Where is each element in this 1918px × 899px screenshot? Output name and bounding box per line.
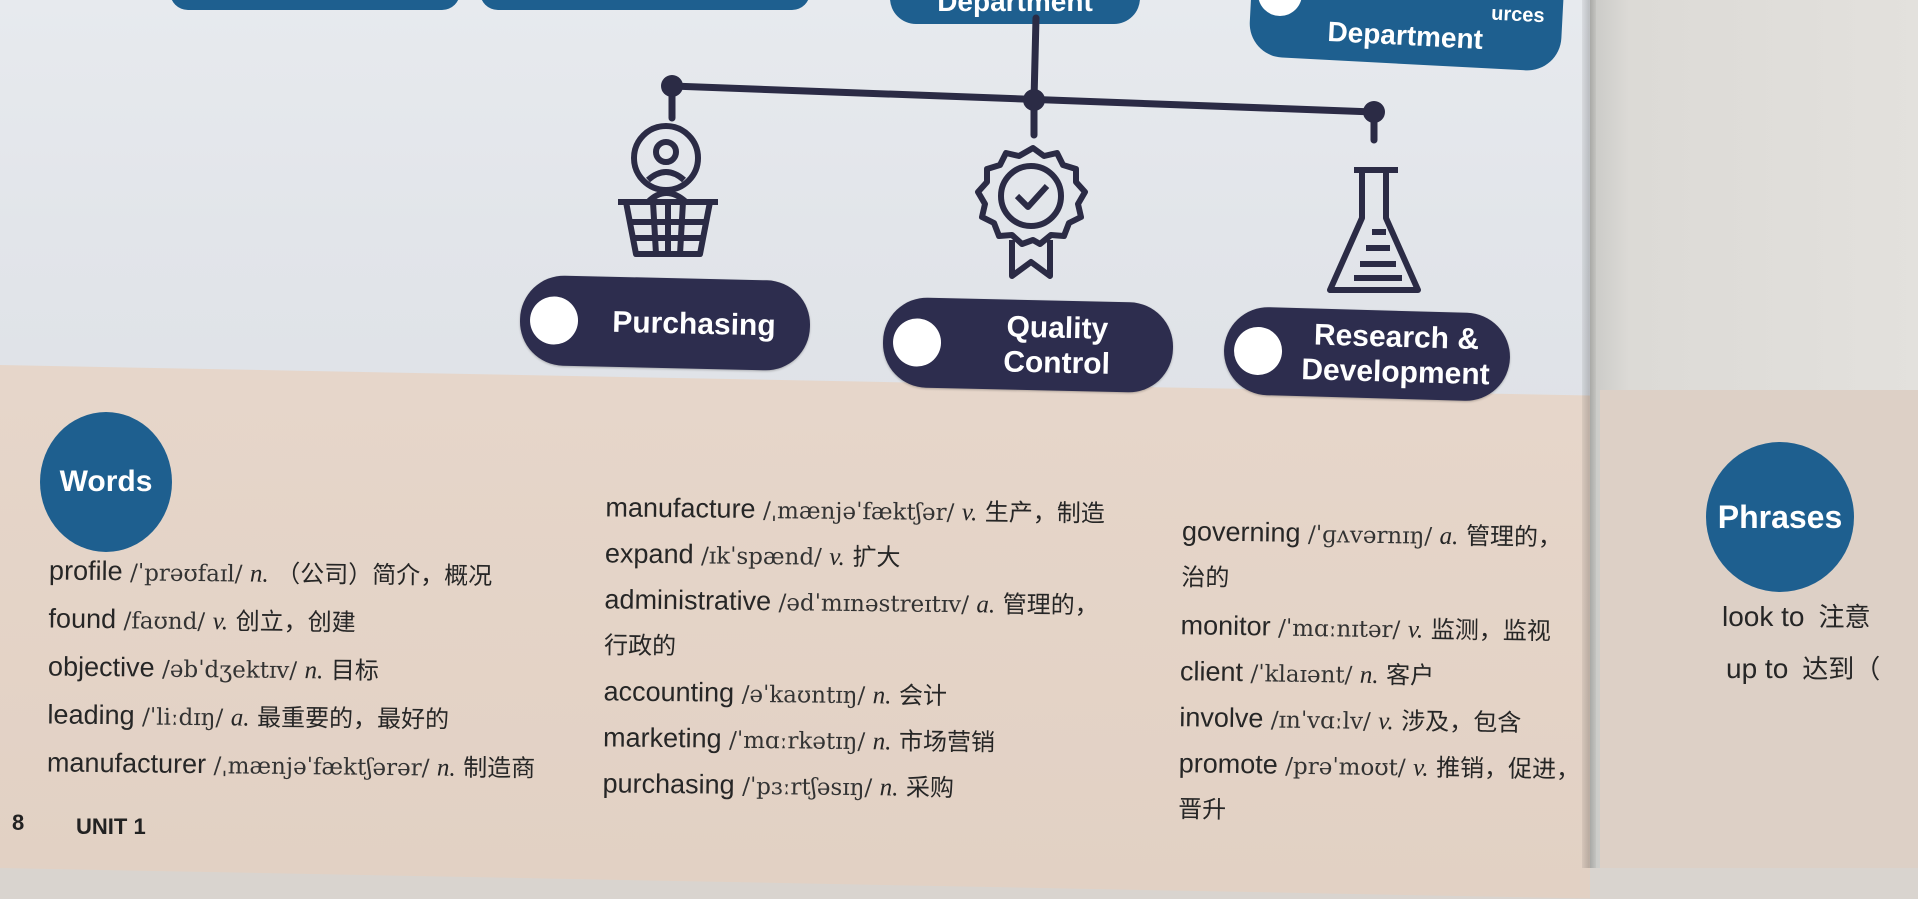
pill-dot bbox=[1233, 326, 1283, 376]
department-label-purchasing: Purchasing bbox=[611, 305, 777, 343]
org-chart-connectors bbox=[661, 14, 1385, 144]
department-pill-quality-control: Quality Control bbox=[882, 296, 1174, 394]
word-entry: purchasing /ˈpɜːrtʃəsɪŋ/ n. 采购 bbox=[602, 768, 955, 803]
department-top-middle-label: Department bbox=[937, 0, 1093, 17]
word-entry-continuation: 晋升 bbox=[1177, 795, 1227, 824]
flask-icon bbox=[1327, 167, 1421, 293]
page-number: 8 bbox=[12, 810, 25, 835]
top-banner-middle-left bbox=[480, 0, 810, 10]
word-entry: manufacturer /ˌmænjəˈfæktʃərər/ n. 制造商 bbox=[46, 747, 536, 783]
pill-dot bbox=[529, 295, 579, 346]
book-spine-shadow bbox=[1582, 0, 1596, 868]
word-entry: monitor /ˈmɑːnɪtər/ v. 监测，监视 bbox=[1180, 610, 1551, 646]
word-entry: governing /ˈɡʌvərnɪŋ/ a. 管理的， bbox=[1181, 516, 1563, 552]
phrases-badge-label: Phrases bbox=[1717, 498, 1843, 535]
word-entry-continuation: 治的 bbox=[1181, 563, 1230, 592]
top-banner-left bbox=[170, 0, 460, 10]
department-label-research-development: Research & Development bbox=[1300, 318, 1491, 392]
department-pill-research-development: Research & Development bbox=[1222, 306, 1512, 402]
word-entry: accounting /əˈkaʊntɪŋ/ n. 会计 bbox=[603, 676, 948, 710]
word-entry: involve /ɪnˈvɑːlv/ v. 涉及，包含 bbox=[1179, 702, 1522, 737]
shopping-basket-person-icon bbox=[618, 123, 718, 257]
words-column-3: governing /ˈɡʌvərnɪŋ/ a. 管理的， 治的 monitor… bbox=[1178, 509, 1584, 837]
word-entry: marketing /ˈmɑːrkətɪŋ/ n. 市场营销 bbox=[602, 722, 996, 757]
word-entry: manufacture /ˌmænjəˈfæktʃər/ v. 生产，制造 bbox=[605, 492, 1106, 528]
word-entry: leading /ˈliːdɪŋ/ a. 最重要的，最好的 bbox=[47, 699, 450, 734]
word-entry: objective /əbˈdʒektɪv/ n. 目标 bbox=[47, 651, 380, 685]
pill-dot bbox=[892, 317, 942, 368]
unit-label: UNIT 1 bbox=[76, 814, 146, 839]
word-entry-continuation: 行政的 bbox=[603, 631, 677, 661]
department-label-quality-control: Quality Control bbox=[1002, 310, 1111, 381]
top-right-circle bbox=[1258, 0, 1302, 16]
word-entry: expand /ɪkˈspænd/ v. 扩大 bbox=[604, 538, 901, 572]
word-entry: found /faʊnd/ v. 创立，创建 bbox=[48, 603, 356, 637]
words-column-1: profile /ˈprəʊfaɪl/ n. （公司）简介，概况 found /… bbox=[47, 547, 538, 792]
department-top-middle: Department bbox=[890, 0, 1140, 24]
word-entry: client /ˈklaɪənt/ n. 客户 bbox=[1179, 656, 1435, 690]
words-badge: Words bbox=[40, 412, 172, 552]
word-entry: profile /ˈprəʊfaɪl/ n. （公司）简介，概况 bbox=[48, 555, 493, 591]
words-column-2: manufacture /ˌmænjəˈfæktʃər/ v. 生产，制造 ex… bbox=[602, 485, 1105, 812]
quality-badge-check-icon bbox=[975, 145, 1088, 279]
department-pill-purchasing: Purchasing bbox=[519, 274, 811, 372]
phrases-badge: Phrases bbox=[1706, 442, 1854, 592]
word-entry: promote /prəˈmoʊt/ v. 推销，促进， bbox=[1178, 748, 1581, 784]
words-badge-label: Words bbox=[59, 465, 153, 498]
word-entry: administrative /ədˈmɪnəstreɪtɪv/ a. 管理的， bbox=[604, 584, 1099, 620]
